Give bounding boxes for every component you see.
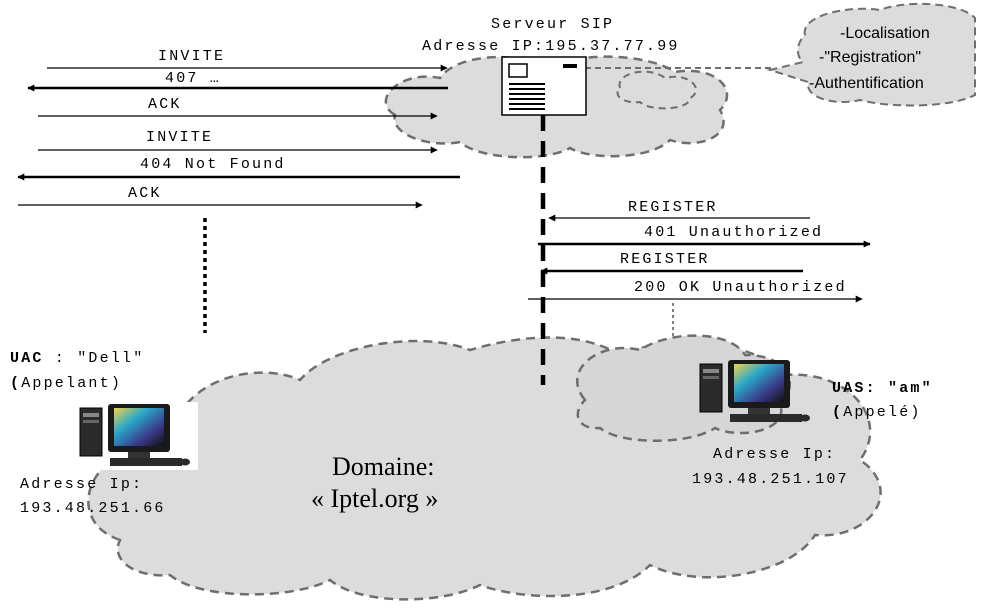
uac-role-text: Appelant) — [21, 375, 122, 392]
uas-role-text: Appelé) — [843, 404, 921, 421]
server-icon — [501, 56, 587, 116]
uac-ip-label: Adresse Ip: — [20, 476, 143, 493]
uac-ip: 193.48.251.66 — [20, 500, 166, 517]
server-bubble-line-3: -Authentification — [809, 75, 924, 92]
msg-label-invite-1: INVITE — [158, 48, 225, 65]
server-bubble-line-1: -Localisation — [840, 25, 930, 42]
msg-label-ack-1: ACK — [148, 96, 182, 113]
uac-name-bold: UAC — [10, 350, 44, 367]
uac-paren: ( — [10, 375, 21, 392]
msg-label-407: 407 … — [165, 70, 221, 87]
uas-ip: 193.48.251.107 — [692, 471, 849, 488]
uac-name-rest: : "Dell" — [44, 350, 145, 367]
server-cloud-inner — [616, 70, 697, 110]
msg-label-404: 404 Not Found — [140, 156, 286, 173]
uas-computer-icon — [699, 360, 810, 422]
server-ip: Adresse IP:195.37.77.99 — [422, 38, 680, 55]
uas-name: UAS: "am" — [832, 380, 933, 397]
uas-ip-label: Adresse Ip: — [713, 446, 836, 463]
msg-label-ack-2: ACK — [128, 185, 162, 202]
uas-role: (Appelé) — [832, 404, 922, 421]
domain-title: Domaine: — [332, 452, 435, 481]
server-title: Serveur SIP — [491, 16, 614, 33]
domain-name: « Iptel.org » — [311, 484, 438, 513]
uas-paren: ( — [832, 404, 843, 421]
msg-label-401: 401 Unauthorized — [644, 224, 823, 241]
uac-role: (Appelant) — [10, 375, 122, 392]
uac-computer-icon — [76, 402, 198, 470]
msg-label-invite-2: INVITE — [146, 129, 213, 146]
msg-label-register-2: REGISTER — [620, 251, 710, 268]
uac-name: UAC : "Dell" — [10, 350, 144, 367]
msg-label-200: 200 OK Unauthorized — [634, 279, 847, 296]
server-bubble — [766, 2, 976, 107]
server-bubble-line-2: -"Registration" — [819, 49, 921, 66]
msg-label-register-1: REGISTER — [628, 199, 718, 216]
